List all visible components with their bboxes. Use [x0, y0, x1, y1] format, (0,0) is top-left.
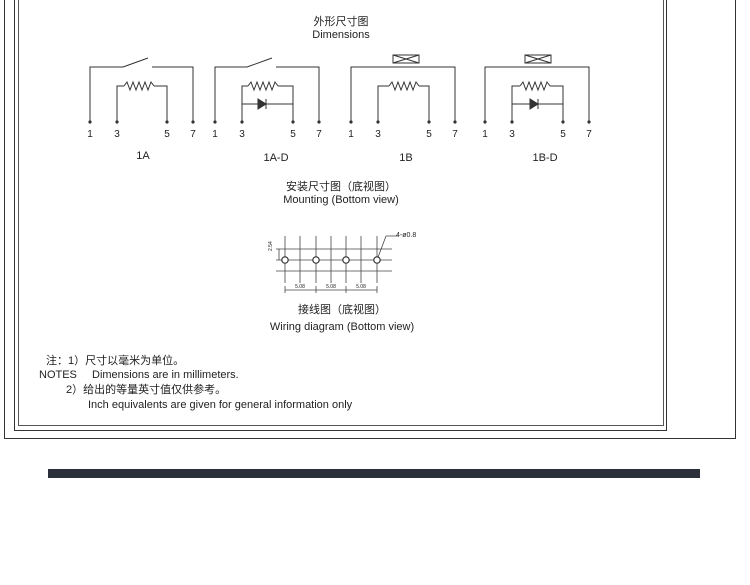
inner-frame	[14, 0, 667, 431]
pitch-label-1: 5.08	[295, 284, 305, 290]
note-2-en: Inch equivalents are given for general i…	[88, 399, 353, 411]
pin-label: 1	[348, 129, 354, 140]
pin-label: 3	[375, 129, 381, 140]
wiring-title-cn: 接线图（底视图）	[298, 304, 386, 316]
pin-label: 7	[586, 129, 592, 140]
note-1-cn: 注：1）尺寸以毫米为单位。	[46, 355, 185, 367]
notes-label: NOTES	[39, 369, 77, 381]
circuit-label-1b-d: 1B-D	[532, 152, 558, 164]
mounting-title-cn: 安装尺寸图（底视图）	[286, 181, 396, 193]
dimensions-title-en: Dimensions	[312, 29, 370, 41]
inner-frame-line	[18, 0, 664, 426]
pin-label: 1	[87, 129, 93, 140]
pin-label: 7	[190, 129, 196, 140]
pin-label: 5	[290, 129, 296, 140]
wiring-title-en: Wiring diagram (Bottom view)	[269, 321, 415, 333]
pin-label: 1	[482, 129, 488, 140]
pin-label: 7	[452, 129, 458, 140]
pin-label: 5	[426, 129, 432, 140]
hole-note: 4-ø0.8	[396, 232, 417, 239]
circuit-label-1a-d: 1A-D	[263, 152, 289, 164]
height-dim-label: 2.54	[268, 241, 274, 251]
dimensions-title-cn: 外形尺寸图	[313, 16, 369, 28]
outer-frame	[4, 0, 736, 439]
divider-bar	[48, 469, 700, 478]
pin-label: 5	[164, 129, 170, 140]
mounting-title-en: Mounting (Bottom view)	[283, 194, 399, 206]
pin-label: 3	[509, 129, 515, 140]
pin-label: 3	[114, 129, 120, 140]
circuit-label-1b: 1B	[399, 152, 413, 164]
pitch-label-2: 5.08	[326, 284, 336, 290]
pin-label: 5	[560, 129, 566, 140]
pin-label: 1	[212, 129, 218, 140]
note-1-en: Dimensions are in millimeters.	[92, 369, 239, 381]
note-2-cn: 2）给出的等量英寸值仅供参考。	[66, 384, 227, 396]
circuit-label-1a: 1A	[136, 150, 150, 162]
pitch-label-3: 5.08	[356, 284, 366, 290]
pin-label: 7	[316, 129, 322, 140]
pin-label: 3	[239, 129, 245, 140]
